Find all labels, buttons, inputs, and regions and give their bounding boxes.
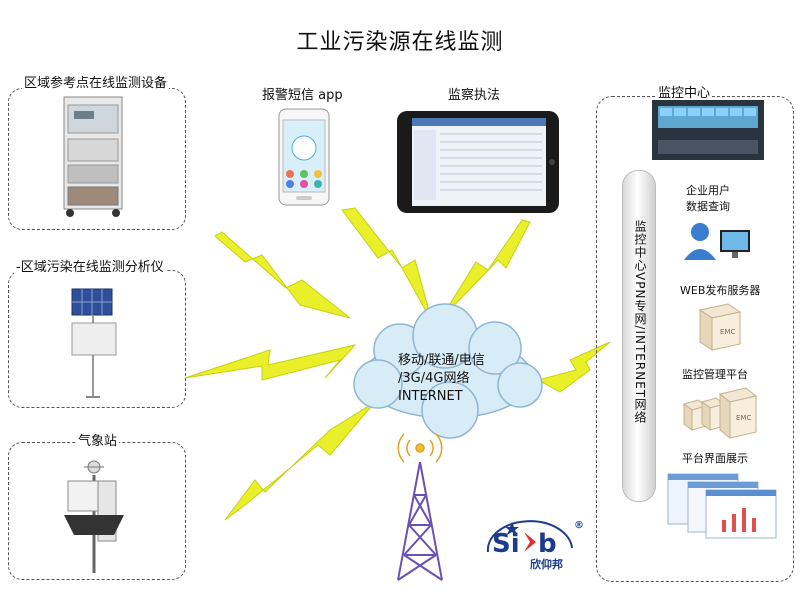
control-room-image (652, 100, 764, 160)
user-computer-icon (680, 220, 752, 264)
enterprise-user-label: 企业用户 (686, 184, 730, 197)
web-server-label: WEB发布服务器 (680, 284, 761, 297)
smartphone-image (278, 108, 330, 206)
lightning-bolt-left-mid (184, 344, 357, 381)
platform-screenshots-image (666, 468, 778, 540)
management-platform-label: 监控管理平台 (682, 368, 748, 381)
server-brand-text-2: EMC (736, 414, 751, 422)
brand-name: 欣仰邦 (530, 558, 563, 571)
lightning-bolt-left-top (214, 231, 351, 319)
platform-display-label: 平台界面展示 (682, 452, 748, 465)
sms-app-label: 报警短信 app (262, 88, 343, 103)
data-query-label: 数据查询 (686, 200, 730, 213)
svg-text:b: b (538, 529, 557, 559)
server-brand-text: EMC (720, 328, 735, 336)
network-cloud (353, 303, 543, 439)
lightning-bolt-top-sms (341, 207, 433, 323)
lightning-bolt-left-bottom (224, 401, 376, 521)
tower-signal-waves (397, 433, 443, 463)
weather-station-label: 气象站 (76, 430, 120, 449)
brand-logo: Si b (486, 520, 573, 559)
cloud-text-line1: 移动/联通/电信 (398, 353, 485, 368)
lightning-bolt-top-tablet (439, 219, 531, 321)
svg-text:Si: Si (492, 529, 520, 559)
signal-tower (397, 461, 443, 581)
vpn-pipe (622, 170, 656, 502)
web-server-icon: EMC (694, 300, 746, 352)
tablet-image (396, 110, 560, 214)
page-title: 工业污染源在线监测 (296, 30, 504, 55)
brand-registered-mark: ® (574, 520, 584, 531)
reference-monitoring-label: 区域参考点在线监测设备 (22, 72, 170, 91)
cloud-text-line3: INTERNET (398, 389, 463, 404)
monitoring-center-title: 监控中心 (656, 82, 713, 101)
monitoring-cabinet-image (60, 95, 130, 220)
vpn-pipe-label: 监控中心VPN专网/INTERNET网络 (633, 220, 647, 425)
enforcement-label: 监察执法 (448, 88, 501, 103)
solar-analyzer-image (60, 285, 130, 400)
management-server-icon: EMC (680, 384, 760, 440)
cloud-text-line2: /3G/4G网络 (398, 371, 470, 386)
pollution-analyzer-label: -区域污染在线监测分析仪 (14, 256, 166, 275)
weather-station-image (54, 455, 134, 575)
lightning-bolt-right (536, 341, 611, 393)
